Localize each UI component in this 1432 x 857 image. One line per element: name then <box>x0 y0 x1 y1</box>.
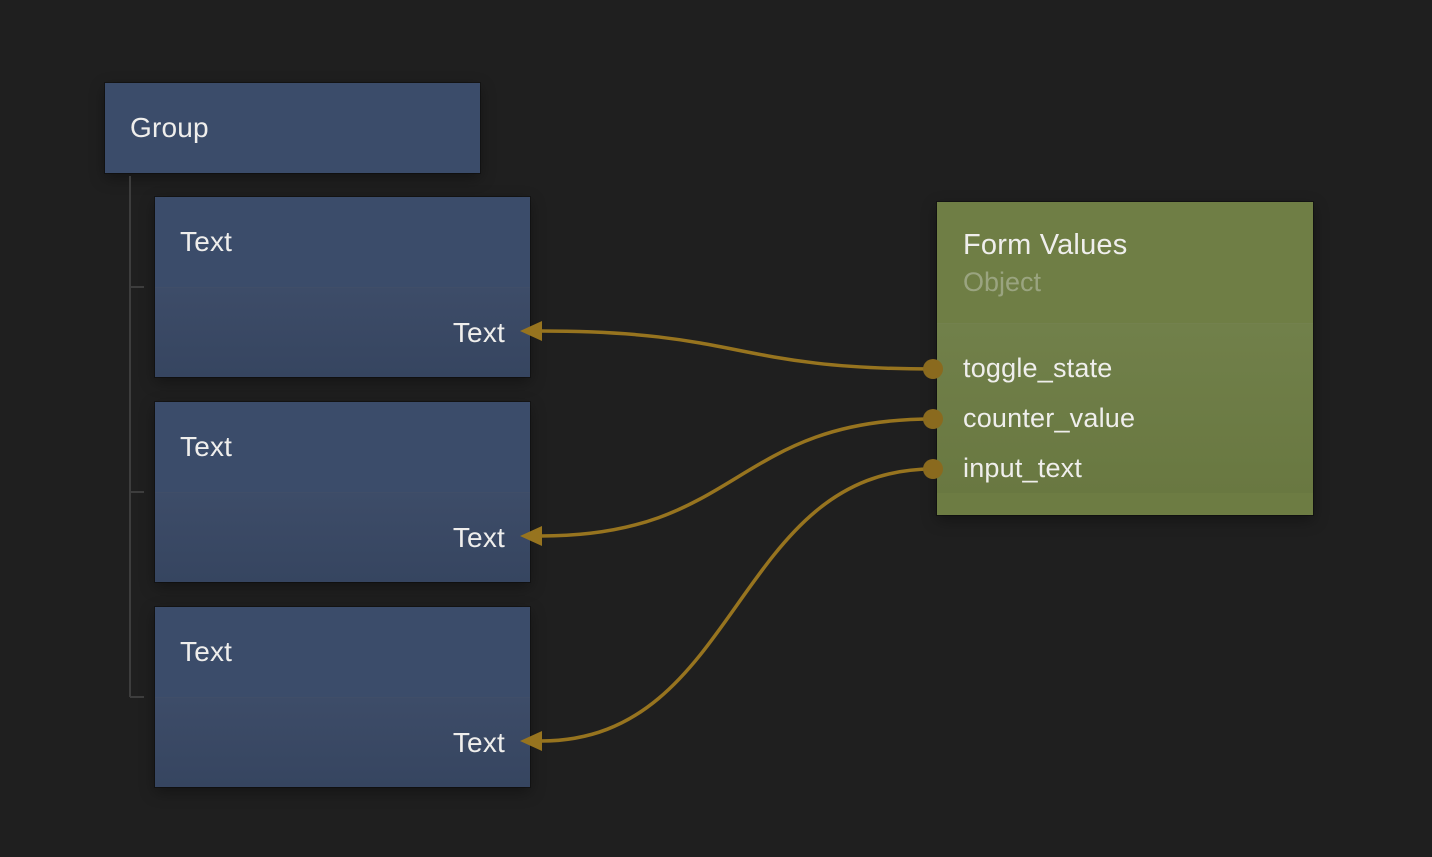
node-text-1-title: Text <box>180 226 233 257</box>
node-text-2-title: Text <box>180 431 233 462</box>
port-label-toggle-state: toggle_state <box>963 352 1113 383</box>
node-form-values-title: Form Values <box>963 229 1128 261</box>
node-text-1-body: Text <box>155 287 530 377</box>
wire-input-text-to-text-3[interactable] <box>540 467 934 743</box>
node-text-3[interactable]: Text Text <box>155 607 530 787</box>
wire-counter-value-to-text-2[interactable] <box>540 417 934 538</box>
node-form-values-header[interactable]: Form Values Object <box>937 202 1313 323</box>
node-text-3-body: Text <box>155 697 530 787</box>
node-text-1-header[interactable]: Text <box>155 197 530 287</box>
node-text-1-input-label[interactable]: Text <box>452 316 505 348</box>
node-text-3-input-label[interactable]: Text <box>452 726 505 758</box>
node-form-values-subtitle: Object <box>963 267 1042 297</box>
group-hierarchy-line <box>129 176 144 698</box>
node-text-2-body: Text <box>155 492 530 582</box>
node-form-values-body: toggle_state counter_value input_text <box>937 323 1313 493</box>
port-label-input-text: input_text <box>963 452 1083 483</box>
node-text-2[interactable]: Text Text <box>155 402 530 582</box>
node-text-3-title: Text <box>180 636 233 667</box>
port-label-counter-value: counter_value <box>963 402 1136 433</box>
node-group[interactable]: Group <box>105 83 480 173</box>
port-row-toggle-state[interactable]: toggle_state <box>937 343 1313 393</box>
node-text-2-header[interactable]: Text <box>155 402 530 492</box>
node-text-3-header[interactable]: Text <box>155 607 530 697</box>
node-group-title: Group <box>130 112 209 143</box>
wire-toggle-state-to-text-1[interactable] <box>540 329 934 371</box>
port-row-input-text[interactable]: input_text <box>937 443 1313 493</box>
port-row-counter-value[interactable]: counter_value <box>937 393 1313 443</box>
node-text-1[interactable]: Text Text <box>155 197 530 377</box>
node-form-values[interactable]: Form Values Object toggle_state counter_… <box>937 202 1313 515</box>
node-text-2-input-label[interactable]: Text <box>452 521 505 553</box>
